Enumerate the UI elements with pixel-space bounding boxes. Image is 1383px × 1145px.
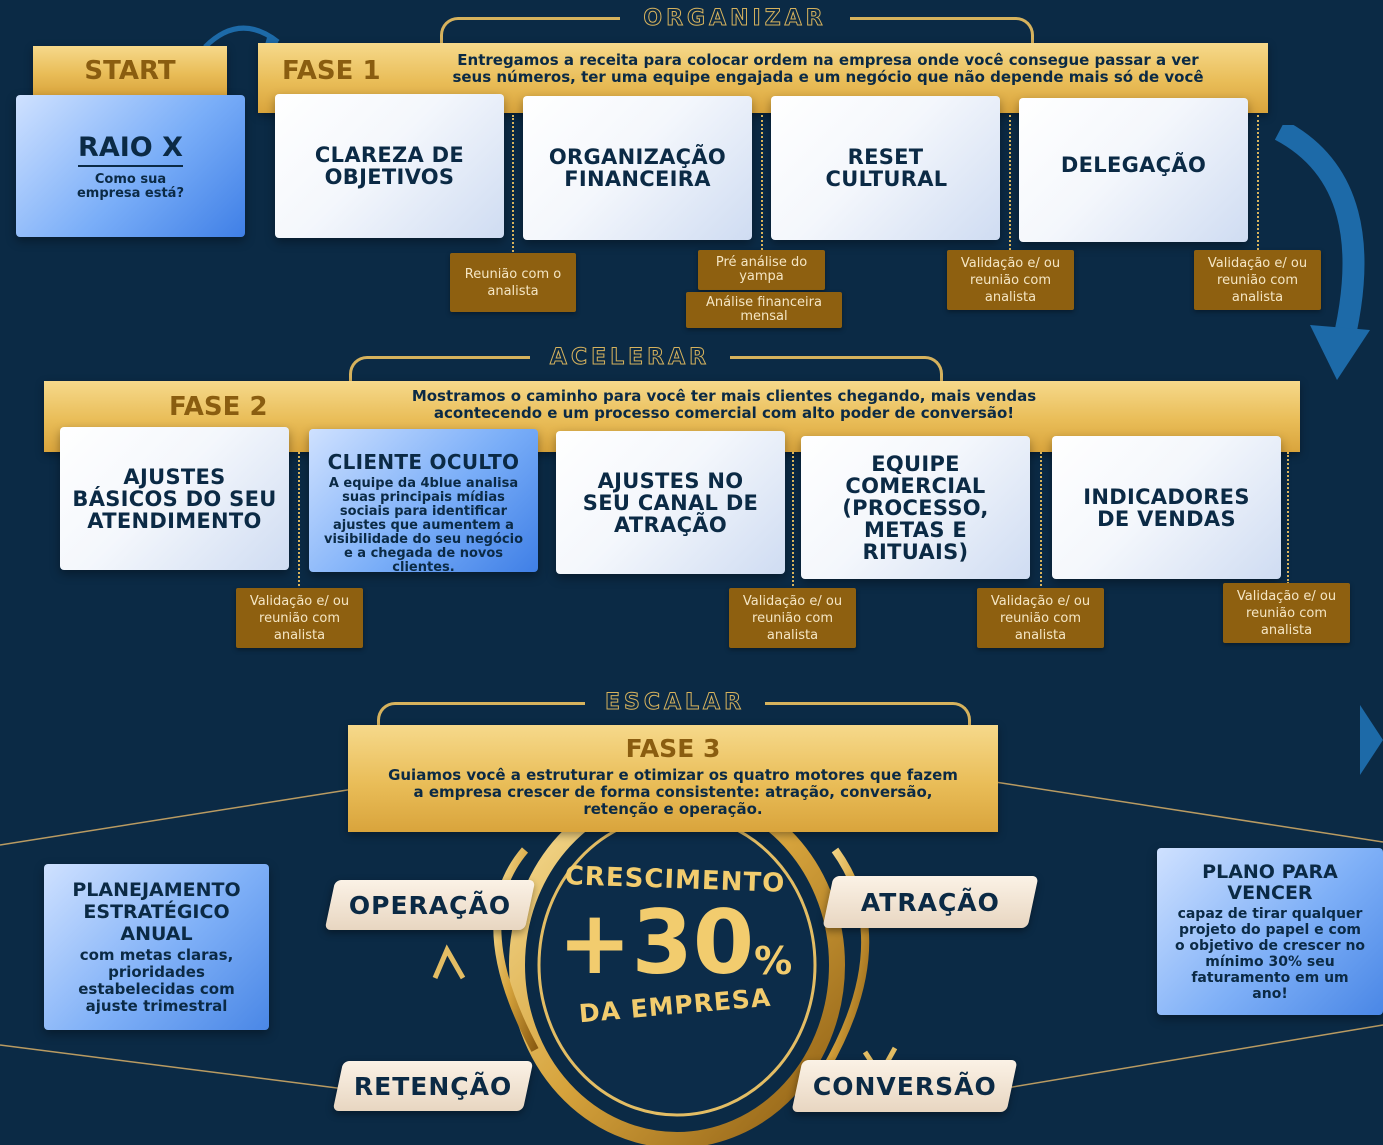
card-equipe-comercial-title: EQUIPE COMERCIAL (PROCESSO, METAS E RITU… [842,451,989,564]
fase1-description: Entregamos a receita para colocar ordem … [452,51,1204,86]
note-reuniao-analista: Reunião com o analista [450,253,576,312]
card-reset-title: RESET CULTURAL [825,145,948,191]
card-clareza-objetivos: CLAREZA DE OBJETIVOS [275,94,504,238]
note-validacao-canal: Validação e/ ou reunião com analista [729,588,856,648]
card-ajustes-canal: AJUSTES NO SEU CANAL DE ATRAÇÃO [556,431,785,574]
growth-unit: % [754,939,793,983]
card-delegacao: DELEGAÇÃO [1019,98,1248,242]
card-indicadores-vendas: INDICADORES DE VENDAS [1052,436,1281,579]
curved-arrow-icon [1275,125,1370,380]
card-ajustes-canal-title: AJUSTES NO SEU CANAL DE ATRAÇÃO [582,468,759,537]
acelerar-label: ACELERAR [530,345,730,371]
card-ajustes-atendimento: AJUSTES BÁSICOS DO SEU ATENDIMENTO [60,427,289,570]
curved-arrow-icon [1360,705,1383,775]
note-validacao-reset: Validação e/ ou reunião com analista [947,250,1074,310]
fase3-label: FASE 3 [625,734,721,763]
card-reset-cultural: RESET CULTURAL [771,96,1000,240]
card-cliente-oculto: CLIENTE OCULTO A equipe da 4blue analisa… [309,429,538,575]
note-validacao-equipe: Validação e/ ou reunião com analista [977,588,1104,648]
card-organizacao-title: ORGANIZAÇÃO FINANCEIRA [548,145,727,191]
card-ajustes-atendimento-title: AJUSTES BÁSICOS DO SEU ATENDIMENTO [72,464,277,533]
fase1-label: FASE 1 [282,56,381,86]
card-clareza-title: CLAREZA DE OBJETIVOS [314,143,465,189]
growth-value-row: +30 % [545,895,805,991]
pill-retencao: RETENÇÃO [332,1061,534,1111]
note-validacao-atendimento: Validação e/ ou reunião com analista [236,588,363,648]
planejamento-desc: com metas claras, prioridades estabeleci… [78,946,235,1015]
raio-x-card: RAIO X Como sua empresa está? [16,95,245,237]
pill-conversao-label: CONVERSÃO [812,1071,997,1101]
card-cliente-oculto-title: CLIENTE OCULTO [327,450,520,474]
start-label: START [84,56,176,86]
note-validacao-indicadores: Validação e/ ou reunião com analista [1223,583,1350,643]
card-organizacao-financeira: ORGANIZAÇÃO FINANCEIRA [523,96,752,240]
pill-operacao: OPERAÇÃO [324,880,536,930]
card-planejamento-estrategico: PLANEJAMENTO ESTRATÉGICO ANUAL com metas… [44,864,269,1030]
card-cliente-oculto-desc: A equipe da 4blue analisa suas principai… [323,476,524,575]
connector-line [761,115,763,250]
start-banner: START [33,46,227,96]
card-equipe-comercial: EQUIPE COMERCIAL (PROCESSO, METAS E RITU… [801,436,1030,579]
connector-line [792,452,794,590]
pill-atracao: ATRAÇÃO [822,876,1039,928]
connector-line [512,115,514,255]
plano-vencer-title: PLANO PARA VENCER [1202,860,1338,904]
fase2-description: Mostramos o caminho para você ter mais c… [411,387,1037,422]
organizar-label: ORGANIZAR [620,6,850,32]
card-delegacao-title: DELEGAÇÃO [1060,153,1207,177]
pill-retencao-label: RETENÇÃO [353,1071,513,1101]
fase2-label: FASE 2 [169,392,268,422]
raio-x-title: RAIO X [78,132,183,167]
card-indicadores-title: INDICADORES DE VENDAS [1083,484,1250,531]
pill-conversao: CONVERSÃO [791,1060,1018,1112]
pill-operacao-label: OPERAÇÃO [348,890,512,920]
note-validacao-delegacao: Validação e/ ou reunião com analista [1194,250,1321,310]
growth-ring-icon [432,790,898,1145]
fase3-description: Guiamos você a estruturar e otimizar os … [388,766,958,818]
planejamento-title: PLANEJAMENTO ESTRATÉGICO ANUAL [72,879,241,945]
note-analise-financeira: Análise financeira mensal [686,292,842,328]
plano-vencer-desc: capaz de tirar qualquer projeto do papel… [1174,905,1366,1002]
fase3-banner: FASE 3 Guiamos você a estruturar e otimi… [348,725,998,832]
growth-center: CRESCIMENTO +30 % DA EMPRESA [545,861,805,1055]
connector-line [1287,452,1289,584]
connector-line [1009,115,1011,250]
connector-line [1040,452,1042,590]
raio-x-subtitle: Como sua empresa está? [76,171,184,201]
growth-value: +30 [557,891,755,994]
escalar-label: ESCALAR [585,690,765,716]
connector-line [298,452,300,590]
note-pre-analise-yampa: Pré análise do yampa [698,250,825,290]
pill-atracao-label: ATRAÇÃO [860,887,1000,917]
connector-line [1257,115,1259,250]
card-plano-vencer: PLANO PARA VENCER capaz de tirar qualque… [1157,848,1383,1015]
